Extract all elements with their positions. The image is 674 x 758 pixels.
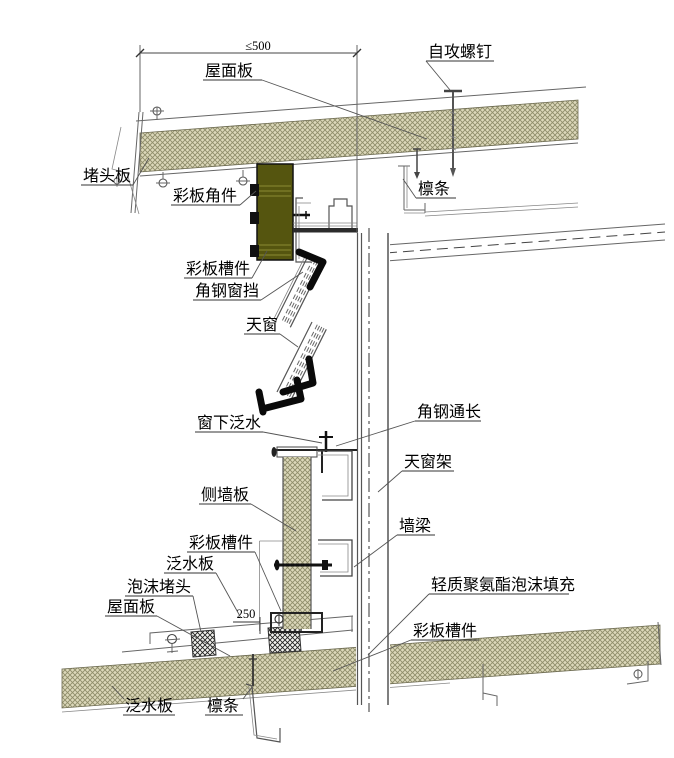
- skylight-sash-upper: [273, 248, 327, 328]
- sash-angle-stub: [255, 388, 267, 416]
- label-text: 角钢通长: [417, 403, 481, 421]
- label-text: 檩条: [418, 179, 450, 198]
- label-text: 侧墙板: [201, 486, 249, 504]
- bottom-flashing-sheets: [121, 615, 354, 653]
- label-end-plate: 堵头板: [81, 157, 150, 186]
- label-text: 堵头板: [83, 167, 131, 185]
- label-color-plate-channel-1: 彩板槽件: [184, 250, 268, 279]
- label-text: 泡沫堵头: [127, 578, 191, 596]
- label-text: 自攻螺钉: [428, 43, 492, 61]
- dimension-250-text: 250: [237, 607, 256, 621]
- label-wall-beam: 墙梁: [353, 517, 435, 568]
- panel-clip-top: [250, 184, 259, 196]
- skylight-sash-lower: [255, 321, 327, 416]
- label-color-plate-channel-3: 彩板槽件: [332, 622, 479, 672]
- label-roof-panel-bottom: 屋面板: [105, 598, 231, 657]
- self-tapping-screw: [444, 89, 462, 177]
- eave-edge-members: [385, 202, 666, 262]
- sash-angle-bottom-1: [279, 355, 317, 396]
- foam-plug-blocks: [190, 625, 302, 658]
- bottom-dimension: 250: [233, 607, 261, 634]
- label-flashing-plate-2: 泛水板: [111, 685, 175, 716]
- label-skylight-frame: 天窗架: [377, 453, 454, 493]
- label-color-plate-channel-2: 彩板槽件: [187, 534, 282, 612]
- label-angle-steel-full-length: 角钢通长: [335, 403, 481, 447]
- label-skylight: 天窗: [244, 316, 299, 348]
- label-purlin-top: 檩条: [402, 178, 456, 199]
- label-text: 天窗架: [404, 453, 452, 471]
- panel-bottom-channel: [270, 612, 323, 633]
- label-under-window-flashing: 窗下泛水: [195, 414, 323, 444]
- panel-clip-mid: [250, 212, 259, 224]
- label-text: 屋面板: [107, 598, 155, 616]
- label-purlin-bottom: 檩条: [205, 686, 253, 716]
- label-text: 彩板槽件: [413, 622, 477, 640]
- label-text: 窗下泛水: [197, 414, 261, 432]
- label-side-wall-panel: 侧墙板: [199, 486, 297, 532]
- label-self-tapping-screw: 自攻螺钉: [425, 43, 494, 91]
- label-text: 天窗: [246, 316, 278, 334]
- panel-clip-bottom: [250, 245, 259, 257]
- label-foam-plug: 泡沫堵头: [125, 578, 202, 633]
- sash-angle-top: [295, 248, 327, 291]
- label-text: 墙梁: [399, 517, 431, 535]
- label-text: 檩条: [207, 696, 239, 715]
- skylight-frame-column: [356, 228, 390, 712]
- sash-angle-bottom-2: [262, 376, 305, 412]
- label-text: 屋面板: [205, 62, 253, 80]
- label-text: 彩板槽件: [189, 534, 253, 552]
- label-text: 彩板槽件: [186, 260, 250, 278]
- label-text: 轻质聚氨酯泡沫填充: [431, 576, 575, 594]
- bottom-purlin: [245, 654, 281, 743]
- label-text: 彩板角件: [173, 187, 237, 205]
- label-angle-steel-window-stop: 角钢窗挡: [193, 271, 304, 301]
- top-purlin: [398, 148, 426, 214]
- upper-roof-panel: [135, 86, 587, 177]
- label-text: 泛水板: [125, 697, 173, 715]
- top-dimension: ≤500: [135, 39, 362, 233]
- label-text: 泛水板: [166, 555, 214, 573]
- dimension-top-text: ≤500: [245, 39, 271, 53]
- label-text: 角钢窗挡: [195, 282, 259, 300]
- label-flashing-plate-1: 泛水板: [164, 555, 242, 619]
- fascia-panel: [250, 163, 310, 261]
- side-wall-assembly: [259, 431, 357, 633]
- head-frame-channels: [293, 197, 358, 263]
- end-plate-gutter: [111, 111, 144, 215]
- label-roof-panel-top: 屋面板: [203, 62, 428, 140]
- label-color-plate-corner: 彩板角件: [171, 187, 257, 206]
- label-pu-foam-fill: 轻质聚氨酯泡沫填充: [367, 576, 575, 656]
- roof-fasteners: [150, 106, 250, 188]
